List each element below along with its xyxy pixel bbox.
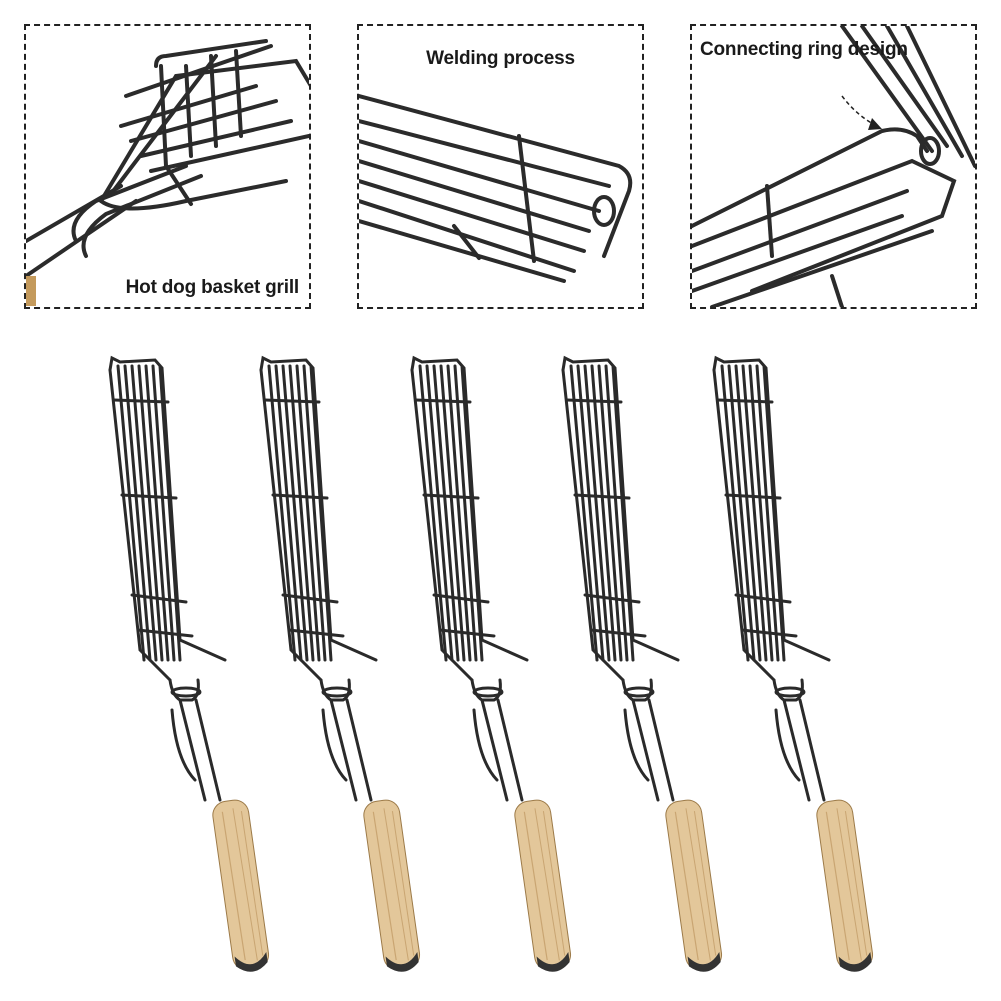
grill-basket-4 [561,355,723,972]
grill-basket-2 [259,355,421,972]
basket-closeup-illustration [26,39,309,306]
grill-basket-5 [712,355,874,972]
detail-panel-welding: Welding process [357,24,644,309]
product-row [0,340,1001,1001]
detail-panel-basket: Hot dog basket grill [24,24,311,309]
connecting-ring-illustration [692,26,975,307]
detail-panel-connecting-ring: Connecting ring design [690,24,977,309]
grill-basket-1 [108,355,270,972]
welding-closeup-illustration [359,94,633,283]
grill-basket-3 [410,355,572,972]
caption-welding-process: Welding process [426,48,575,69]
caption-connecting-ring: Connecting ring design [700,39,908,60]
caption-hot-dog-basket: Hot dog basket grill [125,277,300,298]
